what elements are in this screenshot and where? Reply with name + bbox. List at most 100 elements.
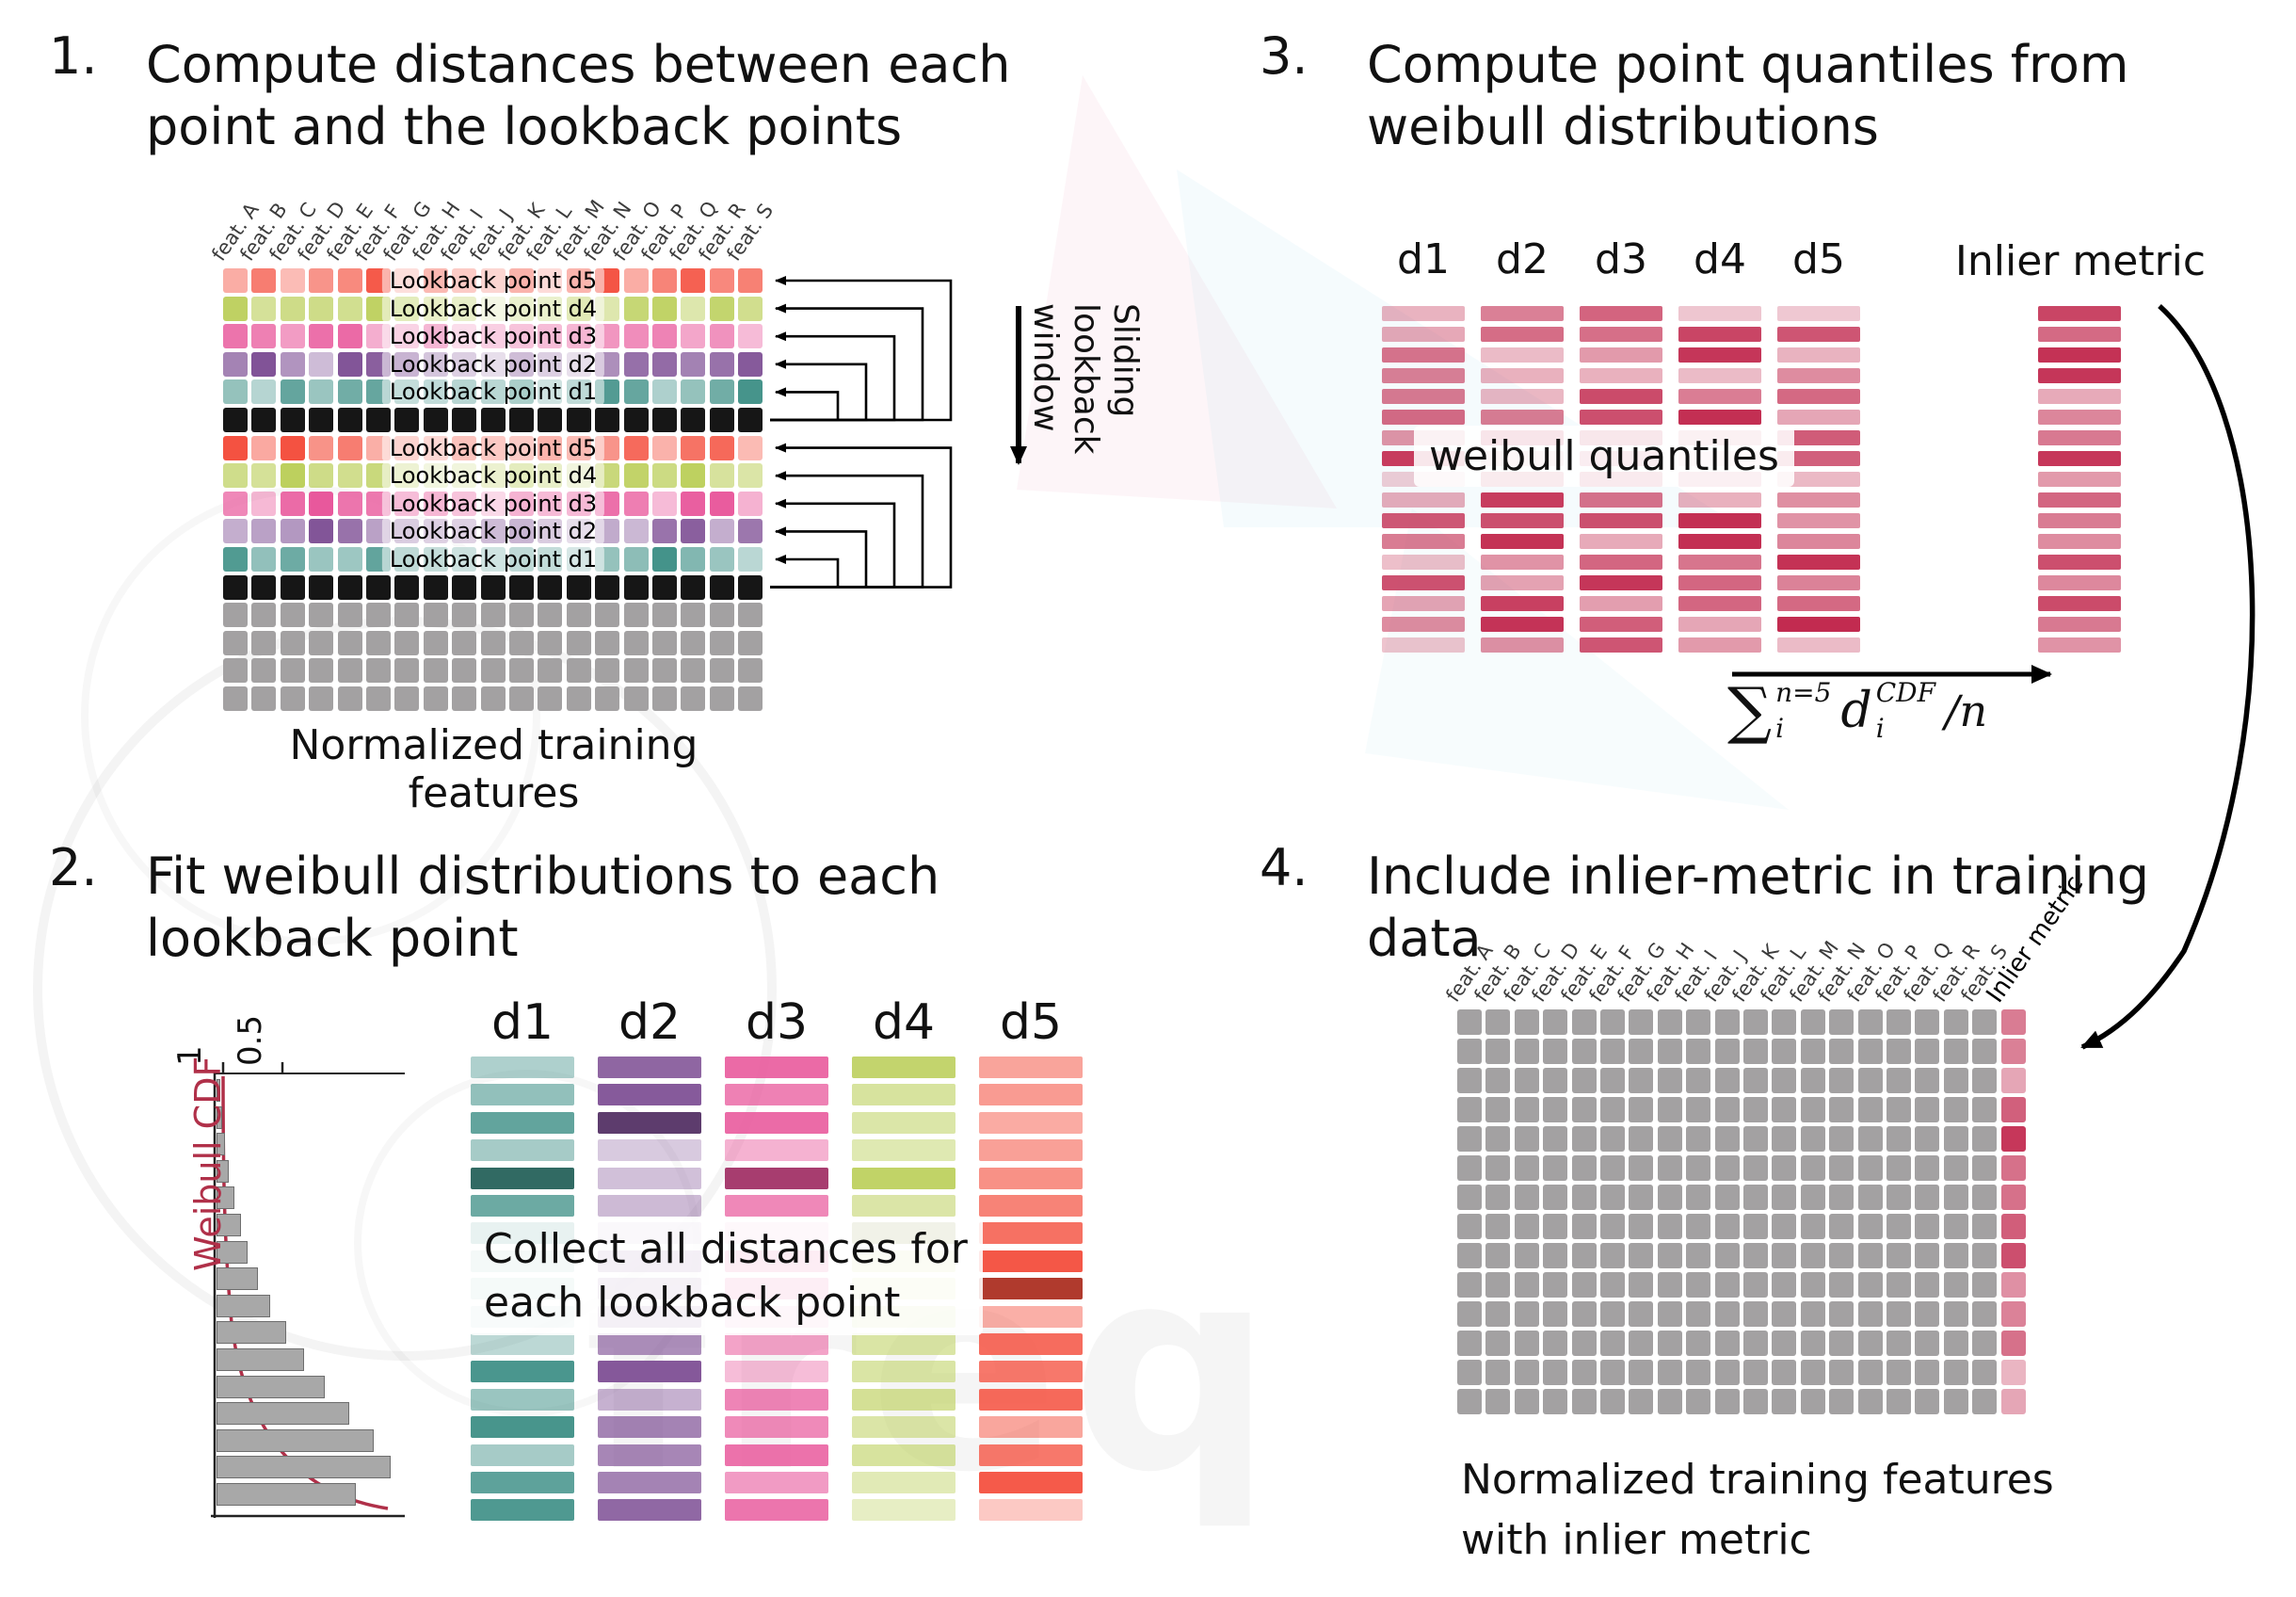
grid-cell <box>1743 1214 1768 1239</box>
step4-number: 4. <box>1260 838 1309 897</box>
grid-cell <box>595 408 620 432</box>
grid-cell <box>480 658 506 684</box>
grid-cell <box>1743 1097 1768 1122</box>
sliding-line1: Sliding <box>1106 303 1145 418</box>
grid-cell <box>1887 1360 1911 1385</box>
grid-cell <box>251 268 277 293</box>
grid-cell <box>681 686 706 711</box>
grid-cell <box>337 435 362 460</box>
quantile-bar <box>1777 410 1860 425</box>
grid-cell <box>223 379 248 405</box>
grid-cell <box>1829 1009 1854 1035</box>
grid-cell <box>566 658 591 684</box>
grid-cell <box>1943 1039 1968 1064</box>
grid-cell <box>738 463 763 489</box>
quantile-bar <box>1382 596 1465 611</box>
grid-cell <box>1657 1389 1682 1414</box>
inlier-metric-bar <box>2038 555 2121 570</box>
distance-bar <box>979 1388 1083 1411</box>
distance-bar <box>852 1416 955 1439</box>
grid-cell <box>1772 1331 1797 1356</box>
grid-cell <box>738 547 763 572</box>
grid-cell <box>394 574 420 600</box>
quantile-bar <box>1382 306 1465 321</box>
distance-bar <box>471 1361 574 1383</box>
distance-bar <box>471 1167 574 1189</box>
grid-cell <box>1800 1097 1825 1122</box>
inlier-metric-bar <box>2038 513 2121 528</box>
grid-cell <box>538 603 563 628</box>
distance-bar <box>725 1333 828 1355</box>
grid-cell <box>309 379 334 405</box>
grid-cell <box>738 435 763 460</box>
quantile-bar <box>1481 347 1564 363</box>
grid-cell <box>738 491 763 516</box>
quantile-bar <box>1678 347 1761 363</box>
grid-cell <box>223 351 248 377</box>
inlier-metric-bar <box>2038 430 2121 445</box>
distance-bar <box>471 1388 574 1411</box>
grid-cell <box>480 603 506 628</box>
grid-cell <box>394 686 420 711</box>
grid-cell <box>1629 1039 1654 1064</box>
grid-cell <box>1571 1039 1597 1064</box>
grid-cell <box>1714 1214 1740 1239</box>
quantile-bar <box>1777 327 1860 342</box>
distance-bar <box>598 1195 701 1217</box>
quantile-bar <box>1481 637 1564 653</box>
quantile-bar <box>1481 617 1564 632</box>
grid-cell <box>1943 1126 1968 1152</box>
grid-cell <box>366 574 391 600</box>
collect-distances-overlay: Collect all distances for each lookback … <box>469 1217 983 1336</box>
grid-cell <box>1714 1126 1740 1152</box>
grid-cell <box>1657 1097 1682 1122</box>
grid-cell <box>223 296 248 321</box>
grid-cell <box>280 463 305 489</box>
quantile-bar <box>1777 513 1860 528</box>
grid-cell <box>623 630 649 655</box>
inlier-metric-cell <box>2000 1214 2026 1239</box>
grid-cell <box>280 324 305 349</box>
grid-cell <box>681 379 706 405</box>
grid-cell <box>1857 1009 1883 1035</box>
grid-cell <box>1972 1185 1998 1210</box>
sum-upper-limit: n=5 <box>1775 677 1832 708</box>
quantile-bar <box>1382 347 1465 363</box>
grid-cell <box>223 408 248 432</box>
grid-cell <box>1686 1068 1711 1093</box>
step4-title: Include inlier-metric in training data <box>1367 846 2149 970</box>
grid-cell <box>251 296 277 321</box>
histogram-bar <box>217 1105 222 1129</box>
grid-cell <box>738 324 763 349</box>
distance-bar <box>852 1361 955 1383</box>
grid-cell <box>1514 1272 1539 1298</box>
distance-histogram <box>217 1079 391 1506</box>
grid-cell <box>738 519 763 544</box>
sum-limits: n=5 i <box>1775 680 1831 742</box>
grid-cell <box>681 519 706 544</box>
histogram-bar <box>217 1213 241 1236</box>
quantile-bar <box>1777 306 1860 321</box>
distance-bar <box>725 1057 828 1078</box>
grid-cell <box>1943 1243 1968 1268</box>
grid-cell <box>1600 1243 1625 1268</box>
grid-cell <box>1743 1185 1768 1210</box>
distance-bar <box>598 1057 701 1078</box>
quantile-bar <box>1777 534 1860 549</box>
grid-cell <box>509 658 534 684</box>
grid-cell <box>452 408 477 432</box>
grid-cell <box>1485 1155 1511 1181</box>
grid-cell <box>1657 1272 1682 1298</box>
grid-cell <box>1457 1185 1482 1210</box>
distance-bar <box>598 1416 701 1439</box>
grid-cell <box>595 658 620 684</box>
grid-cell <box>681 658 706 684</box>
inlier-metric-bar <box>2038 327 2121 342</box>
grid-cell <box>1943 1214 1968 1239</box>
grid-cell <box>623 658 649 684</box>
step2-number: 2. <box>49 838 98 897</box>
grid-cell <box>309 296 334 321</box>
grid-cell <box>223 686 248 711</box>
grid-cell <box>309 463 334 489</box>
grid-cell <box>1743 1068 1768 1093</box>
